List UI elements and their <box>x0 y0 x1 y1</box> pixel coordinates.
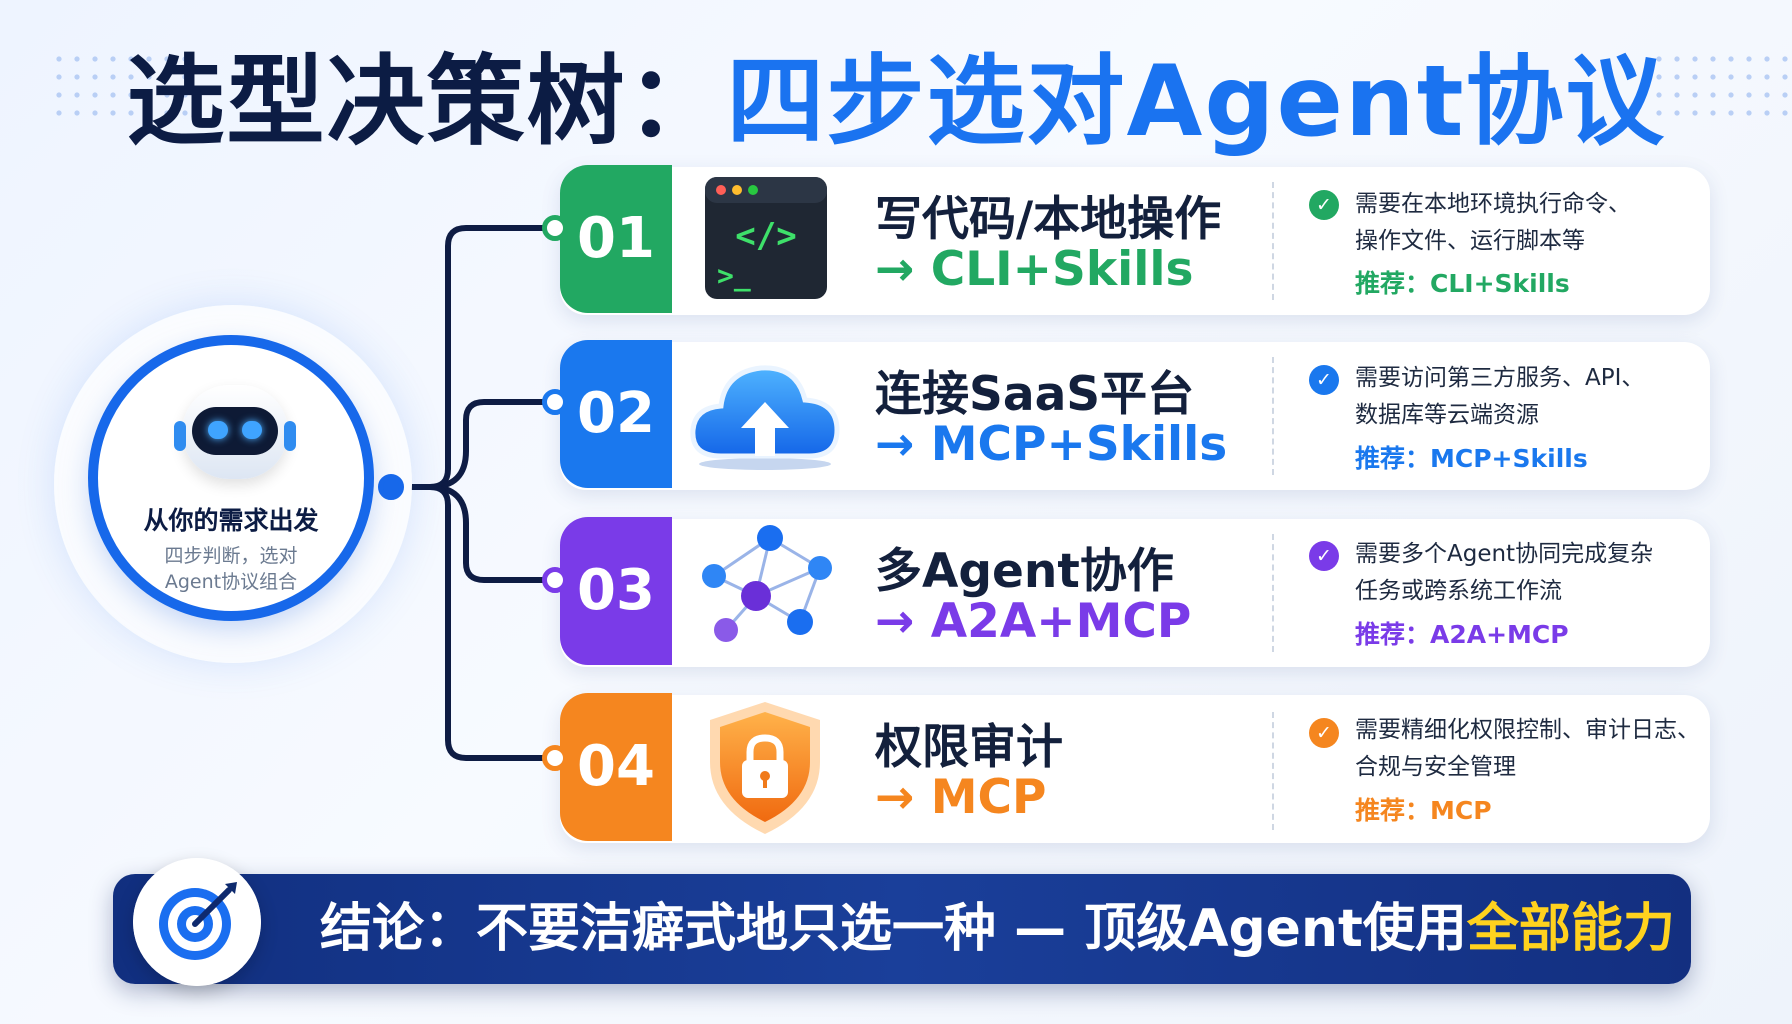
cloud-upload-icon <box>690 365 840 470</box>
step-tab-04: 04 <box>560 693 672 841</box>
step-node-01 <box>542 215 568 241</box>
hub-connector-dot <box>378 474 404 500</box>
conclusion-banner <box>113 874 1691 984</box>
step-rec-label-03: 推荐：A2A+MCP <box>1355 620 1569 649</box>
conclusion-highlight: 全部能力 <box>1466 899 1675 959</box>
step-desc-02: 需要访问第三方服务、API、数据库等云端资源 <box>1355 365 1645 428</box>
step-title-01: 写代码/本地操作 <box>875 192 1222 247</box>
step-node-04 <box>542 745 568 771</box>
terminal-icon: </> >_ <box>705 177 827 299</box>
step-title-04: 权限审计 <box>875 720 1063 775</box>
step-recommend-01: → CLI+Skills <box>875 242 1194 297</box>
check-icon: ✓ <box>1309 541 1339 571</box>
step-divider-03 <box>1272 534 1274 652</box>
shield-lock-icon <box>710 702 820 834</box>
step-divider-01 <box>1272 182 1274 300</box>
step-desc-03: 需要多个Agent协同完成复杂任务或跨系统工作流 <box>1355 541 1654 604</box>
step-rec-label-04: 推荐：MCP <box>1355 796 1492 825</box>
step-title-02: 连接SaaS平台 <box>875 367 1195 422</box>
step-rec-label-02: 推荐：MCP+Skills <box>1355 444 1588 473</box>
robot-icon <box>174 385 296 479</box>
target-icon <box>133 858 261 986</box>
step-recommend-04: → MCP <box>875 770 1047 825</box>
step-node-02 <box>542 389 568 415</box>
page-title: 选型决策树：四步选对Agent协议 <box>0 22 1792 164</box>
hub-circle: 从你的需求出发 四步判断，选对 Agent协议组合 <box>88 335 374 621</box>
title-part1: 选型决策树： <box>126 45 727 159</box>
step-tab-01: 01 <box>560 165 672 313</box>
step-desc-01: 需要在本地环境执行命令、操作文件、运行脚本等 <box>1355 191 1631 254</box>
svg-text:>_: >_ <box>717 259 751 292</box>
step-divider-04 <box>1272 712 1274 830</box>
step-recommend-03: → A2A+MCP <box>875 594 1192 649</box>
hub-title: 从你的需求出发 <box>143 506 319 535</box>
decor-dots-left <box>50 50 190 120</box>
title-part2: 四步选对Agent协议 <box>726 45 1666 159</box>
svg-text:</>: </> <box>735 216 796 256</box>
check-icon: ✓ <box>1309 190 1339 220</box>
step-divider-02 <box>1272 357 1274 475</box>
step-tab-03: 03 <box>560 517 672 665</box>
hub-subtitle: 四步判断，选对 Agent协议组合 <box>164 545 298 593</box>
step-desc-04: 需要精细化权限控制、审计日志、合规与安全管理 <box>1355 717 1700 780</box>
step-rec-label-01: 推荐：CLI+Skills <box>1355 269 1570 298</box>
step-recommend-02: → MCP+Skills <box>875 417 1228 472</box>
step-node-03 <box>542 567 568 593</box>
check-icon: ✓ <box>1309 365 1339 395</box>
step-title-03: 多Agent协作 <box>875 544 1174 599</box>
conclusion-text: 结论：不要洁癖式地只选一种 — 顶级Agent使用全部能力 <box>320 899 1675 959</box>
step-tab-02: 02 <box>560 340 672 488</box>
check-icon: ✓ <box>1309 718 1339 748</box>
decor-dots-right <box>1650 50 1790 120</box>
network-icon <box>702 525 832 642</box>
